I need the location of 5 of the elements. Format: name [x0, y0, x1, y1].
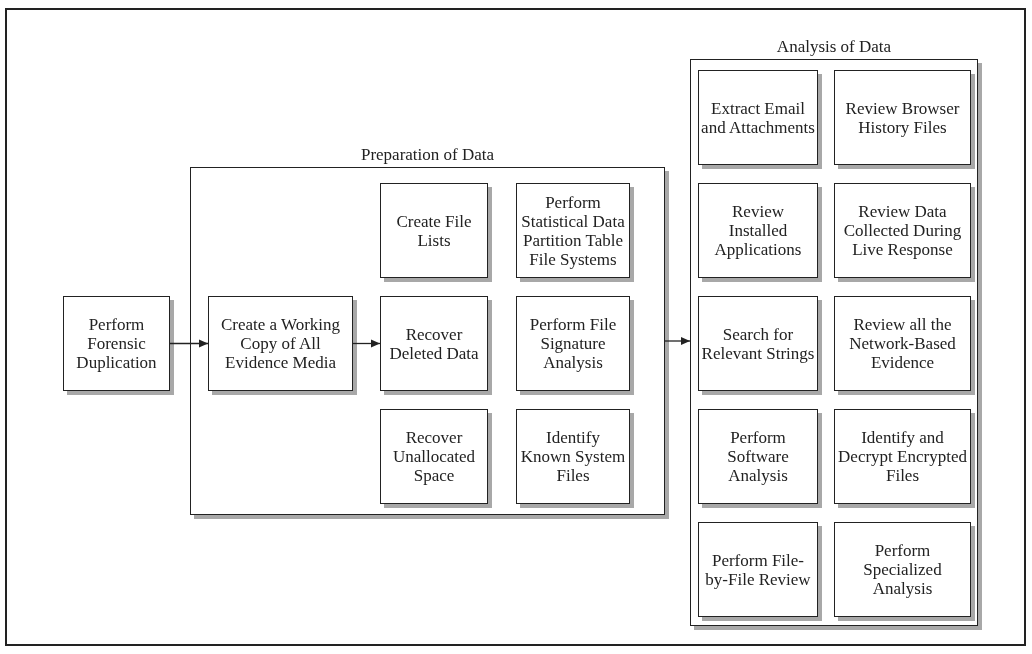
arrow: [169, 339, 209, 348]
group-heading: Analysis of Data: [775, 37, 893, 57]
group-heading: Preparation of Data: [359, 145, 496, 165]
arrow: [352, 339, 381, 348]
arrow: [664, 337, 691, 345]
